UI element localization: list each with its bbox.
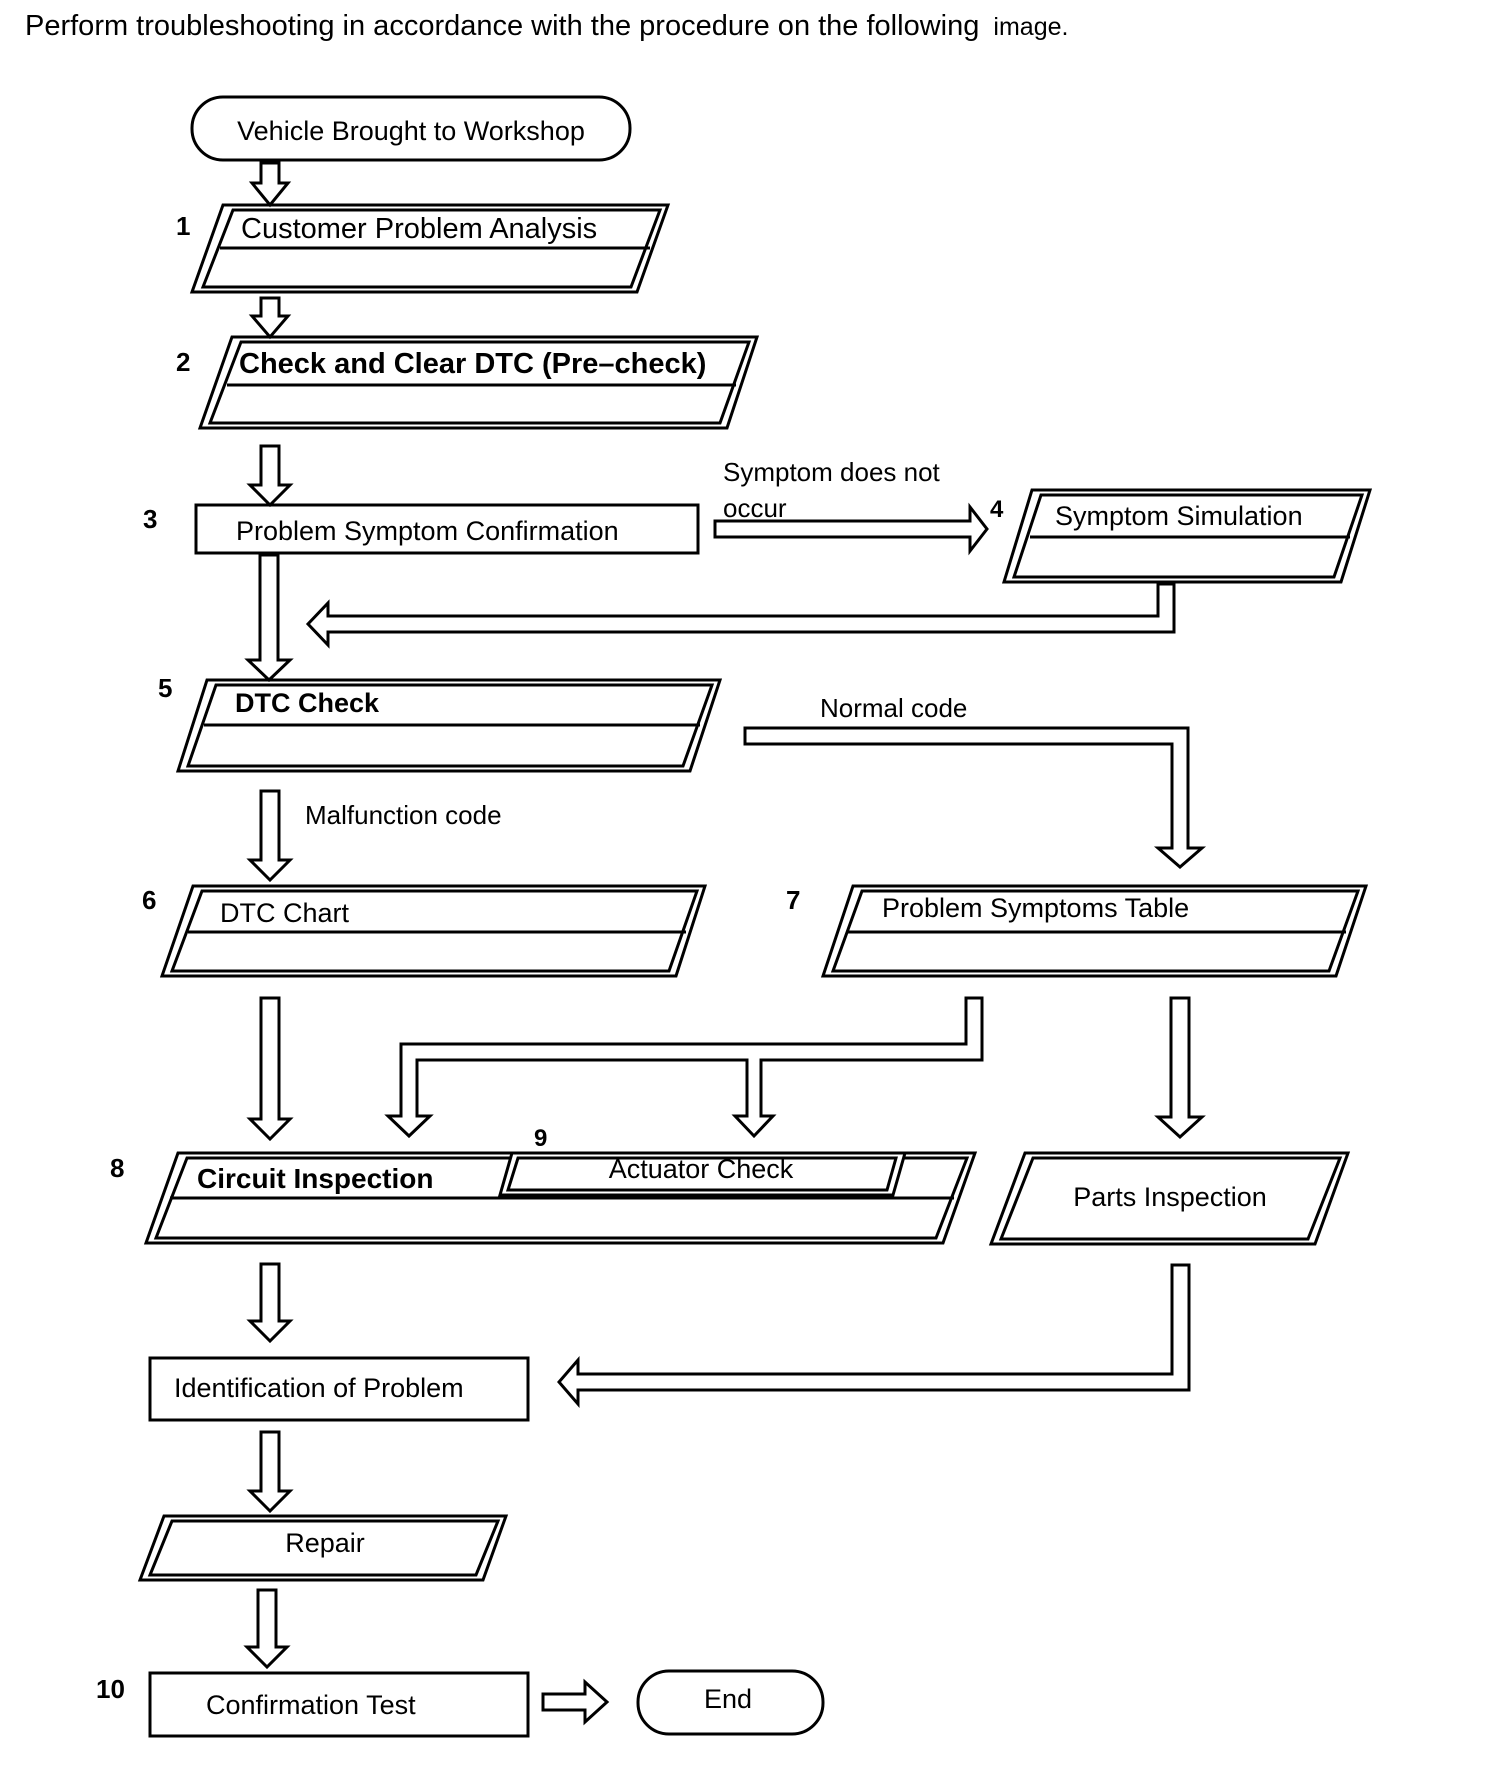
arrow-repair-to-10 [243, 1588, 291, 1670]
step-9-box [498, 1151, 907, 1197]
arrow-1-to-2 [248, 296, 292, 340]
step-6-number: 6 [142, 885, 156, 915]
step-1-box [189, 203, 671, 294]
instruction-tail: image. [993, 13, 1068, 41]
step-3-label: Problem Symptom Confirmation [236, 516, 619, 546]
edge-label-normal-code: Normal code [820, 693, 967, 723]
arrow-7-to-parts [1154, 996, 1206, 1140]
end-terminal [636, 1669, 825, 1736]
step-3-box [194, 503, 700, 555]
arrow-3-to-5 [244, 553, 294, 683]
step-8-label: Circuit Inspection [197, 1163, 433, 1194]
step-4-box [1001, 488, 1373, 584]
step-10-number: 10 [96, 1674, 125, 1704]
arrow-parts-to-identification [557, 1263, 1191, 1409]
step-10-label: Confirmation Test [206, 1690, 416, 1720]
start-terminal [190, 95, 632, 162]
arrow-3-to-4 [713, 502, 989, 556]
step-4-number: 4 [990, 496, 1004, 523]
step-6-label: DTC Chart [220, 898, 350, 928]
step-5-number: 5 [158, 673, 172, 703]
step-9-label: Actuator Check [609, 1154, 794, 1184]
step-3-number: 3 [143, 504, 157, 534]
arrow-identification-to-repair [246, 1430, 294, 1514]
step-5-box [175, 678, 723, 773]
repair-inner [147, 1519, 501, 1577]
edge-label-malfunction-code: Malfunction code [305, 800, 502, 830]
arrow-7-to-8-9 [384, 996, 984, 1139]
arrow-5-to-6 [246, 789, 294, 883]
step-6-box [159, 884, 708, 978]
step-2-label: Check and Clear DTC (Pre–check) [239, 348, 706, 380]
parts-inspection-inner [998, 1156, 1343, 1241]
edge-label-symptom-not-occur-1: Symptom does not [723, 457, 941, 487]
step-8-number: 8 [110, 1153, 124, 1183]
step-1-label: Customer Problem Analysis [241, 213, 597, 245]
step-1-number: 1 [176, 211, 190, 241]
step-2-box [197, 335, 760, 430]
step-10-box [148, 1671, 530, 1738]
arrow-10-to-end [541, 1678, 610, 1726]
identification-label: Identification of Problem [174, 1373, 464, 1403]
step-2-number: 2 [176, 347, 190, 377]
parts-inspection-label: Parts Inspection [1073, 1182, 1267, 1212]
step-7-label: Problem Symptoms Table [882, 893, 1189, 923]
instruction-main: Perform troubleshooting in accordance wi… [25, 10, 979, 42]
arrow-5-to-7 [743, 726, 1207, 869]
step-7-box [820, 884, 1369, 978]
arrow-8-to-identification [246, 1262, 294, 1344]
arrow-4-return [305, 582, 1176, 649]
start-label: Vehicle Brought to Workshop [237, 116, 585, 146]
step-9-number: 9 [534, 1125, 547, 1152]
edge-label-symptom-not-occur-2: occur [723, 493, 787, 523]
end-label: End [704, 1684, 752, 1714]
repair-label: Repair [285, 1528, 365, 1558]
step-7-number: 7 [786, 885, 800, 915]
arrow-2-to-3 [246, 444, 294, 508]
arrow-6-to-8 [246, 996, 294, 1142]
step-5-label: DTC Check [235, 688, 380, 718]
instruction-text: Perform troubleshooting in accordance wi… [25, 10, 1068, 42]
identification-box [148, 1356, 530, 1422]
step-4-label: Symptom Simulation [1055, 501, 1303, 531]
arrow-start-to-1 [248, 161, 292, 208]
